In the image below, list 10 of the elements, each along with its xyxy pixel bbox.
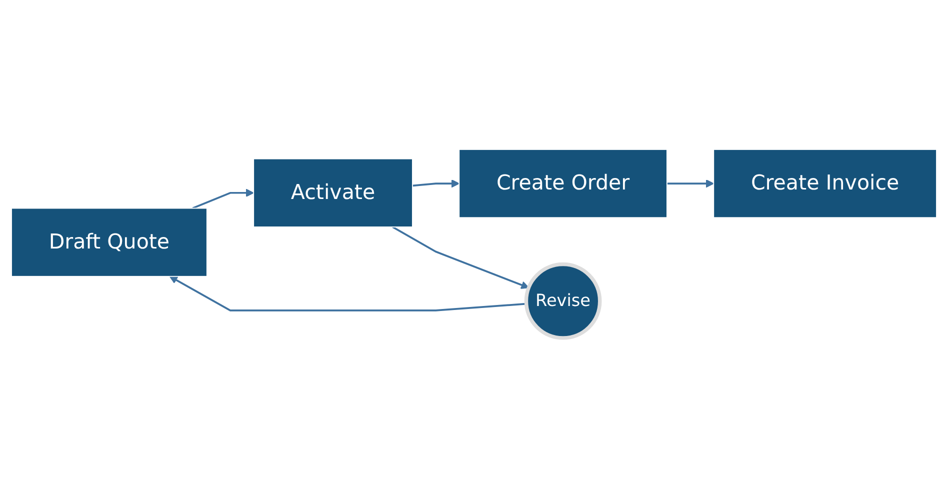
arrow xyxy=(392,226,530,289)
arrow xyxy=(666,179,714,188)
node-box: Create Invoice xyxy=(713,148,937,218)
node-circle: Revise xyxy=(524,262,602,340)
arrow xyxy=(412,179,460,188)
node-box: Draft Quote xyxy=(11,208,208,277)
arrow xyxy=(192,188,254,209)
node-box: Create Order xyxy=(458,148,668,218)
node-box: Activate xyxy=(253,158,413,228)
arrow xyxy=(169,276,526,312)
